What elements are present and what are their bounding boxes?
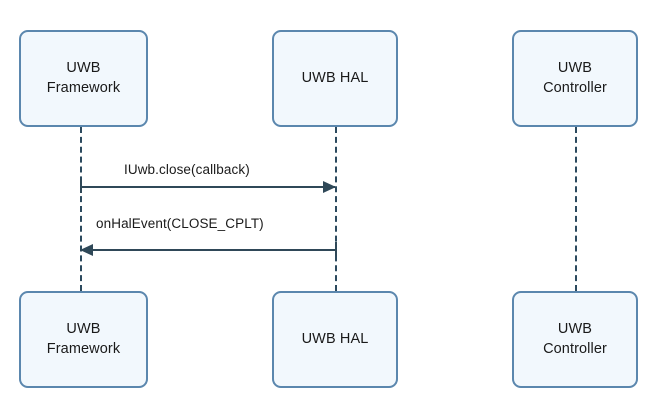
participant-label-bottom-uwb-framework: UWB Framework [46,321,121,357]
lifeline-uwb-framework [80,127,82,291]
participant-box-top-uwb-controller[interactable]: UWB Controller [512,30,638,127]
participant-box-top-uwb-hal[interactable]: UWB HAL [272,30,398,127]
arrowhead-right-iuwb-close [323,181,336,193]
message-origin-cap-onhalevent-close-cplt [335,242,337,256]
message-label-iuwb-close: IUwb.close(callback) [124,162,250,177]
participant-label-bottom-uwb-controller: UWB Controller [543,321,607,357]
participant-label-uwb-hal: UWB HAL [301,69,369,86]
message-label-onhalevent-close-cplt: onHalEvent(CLOSE_CPLT) [96,216,264,231]
lifeline-uwb-controller [575,127,577,291]
message-line-onhalevent-close-cplt [80,249,335,251]
participant-label-uwb-framework: UWB Framework [46,60,121,96]
lifeline-uwb-hal [335,127,337,291]
message-line-iuwb-close [80,186,335,188]
participant-box-bottom-uwb-framework[interactable]: UWB Framework [19,291,148,388]
arrowhead-left-onhalevent-close-cplt [80,244,93,256]
participant-box-bottom-uwb-hal[interactable]: UWB HAL [272,291,398,388]
participant-box-bottom-uwb-controller[interactable]: UWB Controller [512,291,638,388]
participant-box-top-uwb-framework[interactable]: UWB Framework [19,30,148,127]
participant-label-uwb-controller: UWB Controller [543,60,607,96]
participant-label-bottom-uwb-hal: UWB HAL [301,330,369,347]
